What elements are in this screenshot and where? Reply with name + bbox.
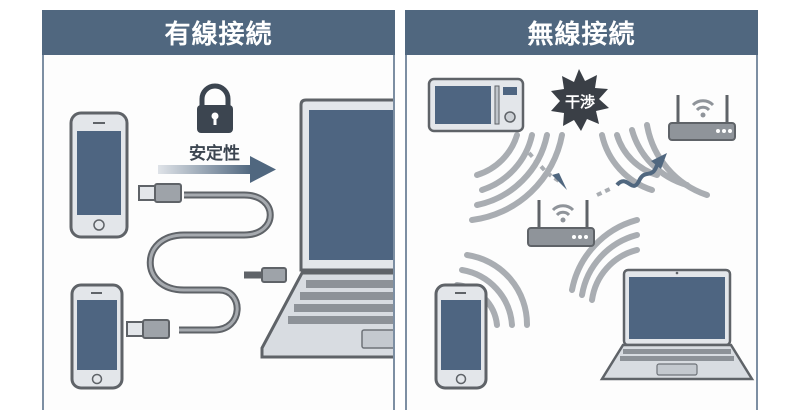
laptop-icon (260, 98, 393, 359)
wifi-router-icon (527, 200, 595, 247)
microwave-icon (427, 77, 525, 133)
arrow-right-icon (158, 156, 276, 183)
laptop-icon (599, 268, 755, 381)
smartphone-icon (434, 283, 488, 390)
wireless-panel-title: 無線接続 (405, 10, 758, 55)
wired-connection-panel: 有線接続 (42, 10, 395, 410)
signal-waves-icon (454, 122, 710, 328)
padlock-icon (197, 83, 233, 133)
smartphone-icon (70, 283, 124, 390)
wavy-arrow-icon (596, 153, 667, 197)
wireless-connection-panel: 無線接続 (405, 10, 758, 410)
wifi-router-icon (668, 95, 736, 141)
interference-arrow-icon (527, 151, 567, 190)
smartphone-icon (69, 111, 129, 239)
usb-cable-icon (126, 183, 287, 339)
interference-burst-icon (551, 69, 609, 131)
interference-label: 干渉 (565, 93, 596, 111)
wired-panel-title: 有線接続 (42, 10, 395, 55)
wireless-illustration: 干渉 (407, 55, 756, 410)
wired-illustration: 安定性 (44, 55, 393, 410)
stability-label: 安定性 (189, 144, 240, 164)
